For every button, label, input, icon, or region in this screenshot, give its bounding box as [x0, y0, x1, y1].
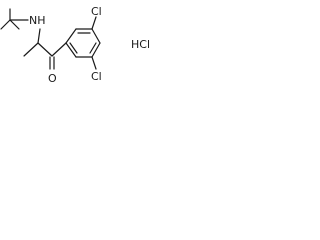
bond-tbu-methyl-left: [0, 19, 11, 30]
ring-bond-1: [65, 28, 77, 44]
hcl-salt-label: HCl: [131, 38, 150, 51]
chemical-structure-diagram: NH O Cl Cl HCl: [0, 5, 150, 85]
bond-alpha-carbon-methyl: [23, 42, 39, 57]
ring-bond-4: [91, 42, 101, 58]
chlorine-top-label: Cl: [91, 5, 102, 18]
bond-ring-to-cl-bottom: [91, 56, 97, 70]
nh-label: NH: [29, 14, 46, 27]
ring-bond-6: [65, 42, 77, 58]
bond-nh-to-alpha-carbon: [37, 28, 41, 44]
bond-tbu-methyl-right: [9, 19, 20, 30]
carbonyl-group: [49, 42, 67, 70]
oxygen-label: O: [48, 72, 57, 85]
bond-carbonyl-to-ring: [51, 42, 67, 57]
ring-double-bond-left: [69, 42, 78, 54]
ring-double-bond-right: [89, 42, 97, 54]
benzene-ring: [65, 28, 101, 58]
tert-butyl-group: [0, 8, 29, 30]
bond-alpha-to-carbonyl: [37, 42, 53, 57]
alpha-carbon-chain: [23, 28, 53, 57]
ring-bond-3: [91, 28, 101, 44]
chlorine-bottom-label: Cl: [91, 70, 102, 83]
bond-ring-to-cl-top: [91, 16, 97, 30]
